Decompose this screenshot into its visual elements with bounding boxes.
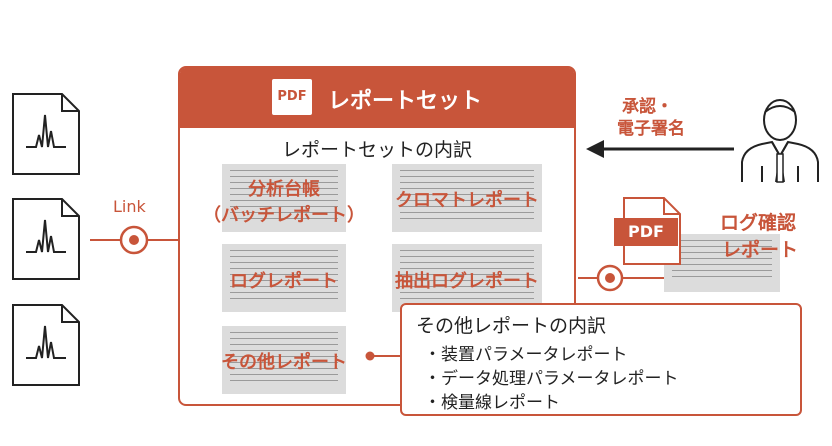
approval-label: 承認・ [622,97,673,117]
report-item-extraction-log-report: 抽出ログレポート [395,271,539,292]
other-report-connector [364,349,404,363]
data-file-icon-1 [10,91,82,177]
report-item-log-report: ログレポート [230,271,338,292]
log-report-connector [578,262,670,294]
other-report-item: ・装置パラメータレポート [424,345,628,365]
person-icon [738,96,822,184]
report-item-analysis-ledger: 分析台帳 [248,179,320,200]
other-reports-title: その他レポートの内訳 [416,315,607,337]
log-report-doc-thumbnail [664,234,780,292]
other-report-item: ・検量線レポート [424,393,560,413]
report-item-other-report: その他レポート [221,352,347,373]
mini-doc-thumbnail [392,244,542,312]
mini-doc-thumbnail [222,326,346,394]
log-report-label-line2: レポート [722,239,799,261]
other-reports-box: その他レポートの内訳 ・装置パラメータレポート ・データ処理パラメータレポート … [400,303,802,416]
data-file-icon-3 [10,302,82,388]
report-set-box: PDF レポートセット レポートセットの内訳 分析台帳 （バッチレポート） クロ… [178,66,576,406]
mini-doc-thumbnail [392,164,542,232]
report-item-batch-report: （バッチレポート） [203,205,365,226]
link-label: Link [113,197,146,216]
log-report-label-line1: ログ確認 [720,212,797,234]
report-item-chromato-report: クロマトレポート [395,190,539,211]
approval-arrow [586,138,736,160]
pdf-icon: PDF [272,79,312,115]
report-set-title: レポートセット [328,89,483,114]
electronic-signature-label: 電子署名 [617,119,685,139]
report-set-breakdown-title: レポートセットの内訳 [281,139,472,161]
other-report-item: ・データ処理パラメータレポート [424,369,679,389]
link-connector [90,222,182,258]
report-set-header: PDF レポートセット [180,68,574,128]
mini-doc-thumbnail [222,244,346,312]
data-file-icon-2 [10,196,82,282]
pdf-badge: PDF [614,218,678,246]
mini-doc-thumbnail [222,164,346,232]
